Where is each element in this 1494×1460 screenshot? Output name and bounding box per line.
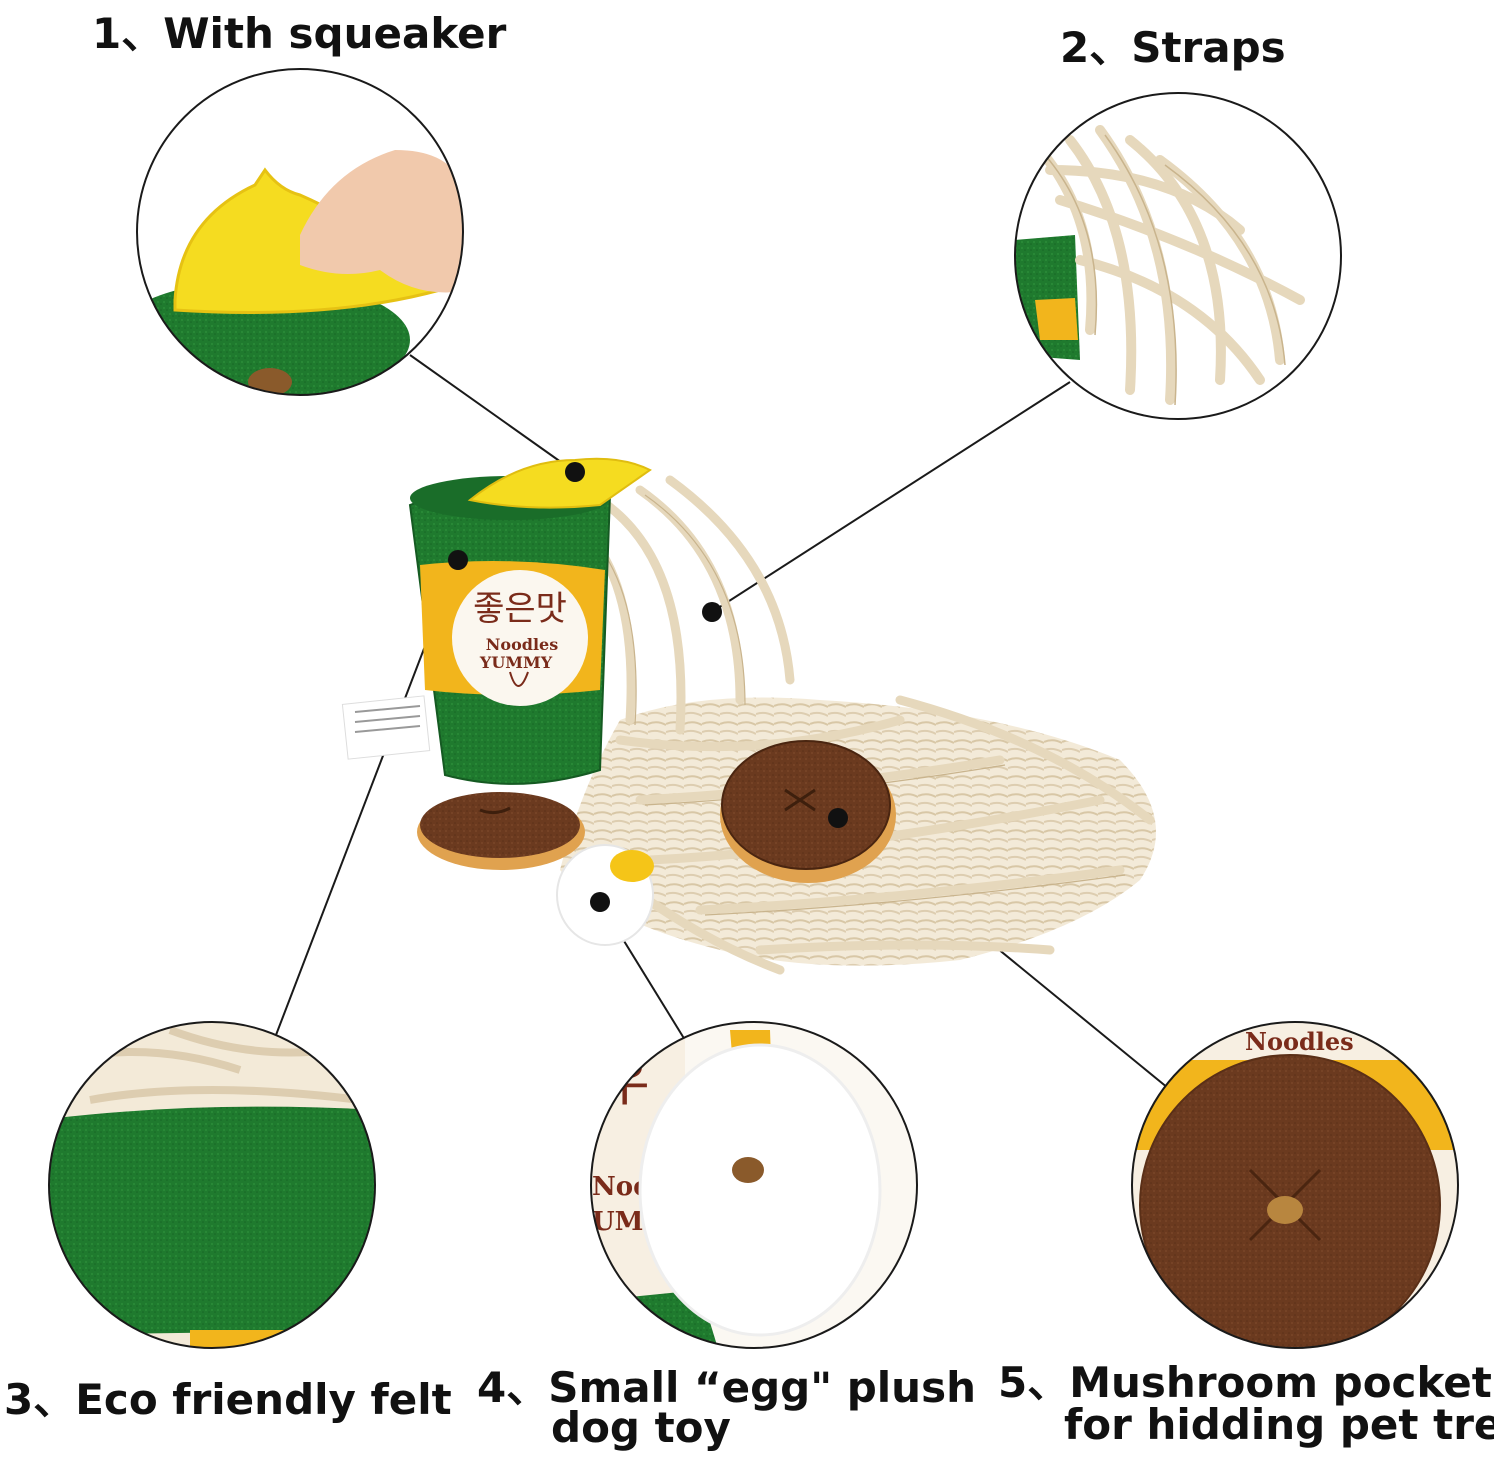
feature-label-felt: 3、Eco friendly felt <box>4 1366 452 1427</box>
svg-text:UM: UM <box>592 1207 643 1237</box>
cup-noodles-text: Noodles <box>486 635 558 654</box>
feature-label-mushroom: 5、Mushroom pocket for hidding pet trea <box>998 1362 1494 1446</box>
mushroom-large <box>720 740 896 883</box>
svg-text:Noodles: Noodles <box>1245 1027 1354 1056</box>
detail-circle-felt <box>49 1022 375 1348</box>
svg-text:우: 우 <box>600 1050 650 1113</box>
feature-text-line2: for hidding pet trea <box>1064 1400 1494 1449</box>
feature-label-egg: 4、Small “egg" plush dog toy <box>477 1367 976 1452</box>
cup-yummy-text: YUMMY <box>479 653 553 672</box>
callout-dots <box>448 462 848 912</box>
feature-text: Straps <box>1131 23 1286 72</box>
mushroom-small <box>417 792 585 870</box>
noodle-cup: 좋은맛 Noodles YUMMY <box>341 457 652 785</box>
feature-label-straps: 2、Straps <box>1060 14 1286 75</box>
feature-text-line2: dog toy <box>551 1403 731 1452</box>
feature-label-squeaker: 1、With squeaker <box>92 0 506 61</box>
detail-circle-squeaker <box>137 69 463 395</box>
detail-circle-mushroom: Noodles <box>1132 1022 1458 1348</box>
feature-text: With squeaker <box>163 9 507 58</box>
detail-circle-straps <box>1015 93 1341 419</box>
feature-number: 5、 <box>998 1358 1070 1407</box>
feature-number: 4、 <box>477 1363 549 1412</box>
feature-text: Small “egg" plush <box>548 1363 976 1412</box>
detail-circle-egg: 우 Noo UM <box>591 1022 917 1348</box>
feature-number: 2、 <box>1060 23 1132 72</box>
feature-number: 1、 <box>92 9 164 58</box>
feature-number: 3、 <box>4 1375 76 1424</box>
cup-korean-text: 좋은맛 <box>473 589 567 629</box>
feature-text: Mushroom pocket <box>1069 1358 1492 1407</box>
feature-text: Eco friendly felt <box>75 1375 452 1424</box>
